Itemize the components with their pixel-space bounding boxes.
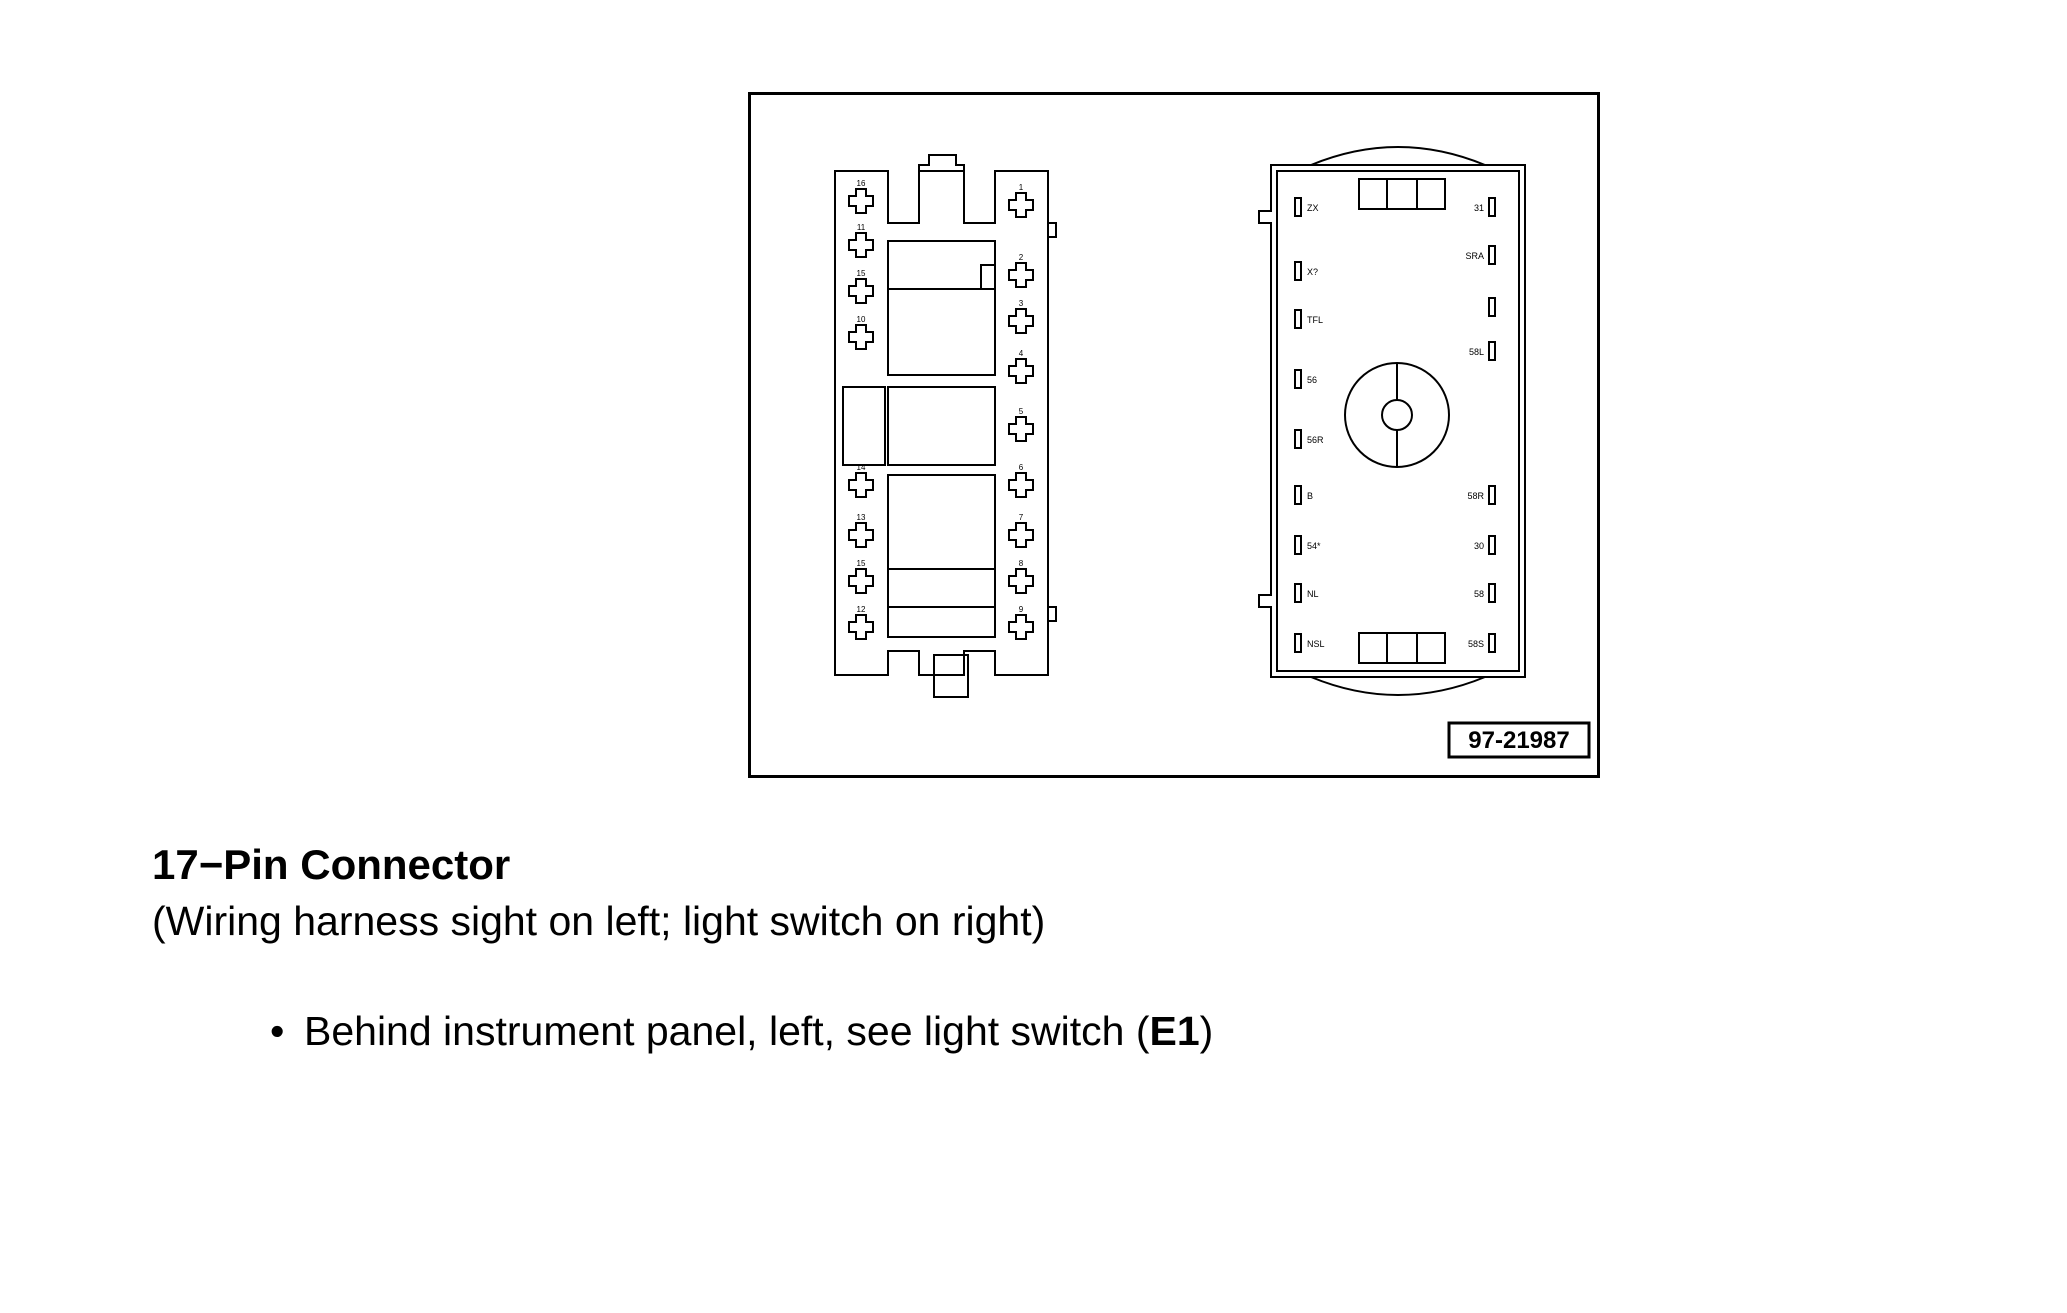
pin-terminal: 15 [848, 269, 874, 304]
switch-bottom-block [1358, 632, 1446, 664]
switch-terminal: B [1294, 485, 1313, 505]
pin-terminal: 3 [1008, 299, 1034, 334]
switch-terminal: 58S [1468, 633, 1496, 653]
pin-number: 15 [857, 559, 866, 568]
harness-cavity [887, 474, 996, 638]
switch-rotary-center [1381, 399, 1413, 431]
caption-title: 17−Pin Connector [152, 841, 511, 888]
harness-cavity [887, 240, 996, 376]
terminal-label: 30 [1474, 541, 1484, 551]
terminal-label: X? [1307, 267, 1318, 277]
pin-number: 15 [857, 269, 866, 278]
component-code: E1 [1149, 1008, 1200, 1054]
terminal-label: NL [1307, 589, 1319, 599]
terminal-label: SRA [1465, 251, 1484, 261]
switch-terminal: SRA [1465, 245, 1496, 265]
pin-number: 6 [1019, 463, 1024, 472]
switch-top-block [1358, 178, 1446, 210]
pin-terminal: 11 [848, 223, 874, 258]
location-text-end: ) [1199, 1008, 1214, 1054]
terminal-label: 56 [1307, 375, 1317, 385]
location-text: Behind instrument panel, left, see light… [304, 1008, 1150, 1054]
pin-number: 5 [1019, 407, 1024, 416]
switch-terminal: TFL [1294, 309, 1323, 329]
pin-terminal: 6 [1008, 463, 1034, 498]
pin-terminal: 14 [848, 463, 874, 498]
location-item: • Behind instrument panel, left, see ligh… [270, 1004, 1213, 1058]
pin-terminal: 9 [1008, 605, 1034, 640]
switch-terminal: 30 [1474, 535, 1496, 555]
pin-number: 12 [857, 605, 866, 614]
pin-number: 14 [857, 463, 866, 472]
terminal-label: 58 [1474, 589, 1484, 599]
switch-terminal: 31 [1474, 197, 1496, 217]
pin-terminal: 2 [1008, 253, 1034, 288]
terminal-label: 58R [1467, 491, 1484, 501]
harness-body-outline [834, 170, 1049, 676]
harness-side-tab-bottom [1047, 606, 1057, 622]
pin-terminal: 1 [1008, 183, 1034, 218]
switch-terminal: NSL [1294, 633, 1325, 653]
figure-id-box: 97-21987 [1447, 721, 1591, 759]
pin-number: 2 [1019, 253, 1024, 262]
pin-terminal: 15 [848, 559, 874, 594]
bullet-icon: • [270, 1008, 285, 1054]
switch-terminal: ZX [1294, 197, 1319, 217]
switch-bottom-dome [1310, 676, 1486, 696]
terminal-label: 56R [1307, 435, 1324, 445]
switch-terminal: 58L [1469, 341, 1496, 361]
pin-terminal: 10 [848, 315, 874, 350]
harness-lock-block [842, 386, 886, 466]
pin-number: 9 [1019, 605, 1024, 614]
pin-number: 13 [857, 513, 866, 522]
terminal-label: TFL [1307, 315, 1323, 325]
switch-terminal: X? [1294, 261, 1318, 281]
pin-terminal: 4 [1008, 349, 1034, 384]
switch-terminal: 58 [1474, 583, 1496, 603]
pin-terminal: 7 [1008, 513, 1034, 548]
harness-cavity [887, 386, 996, 466]
pin-terminal: 8 [1008, 559, 1034, 594]
pin-number: 3 [1019, 299, 1024, 308]
pin-number: 8 [1019, 559, 1024, 568]
switch-top-dome [1310, 146, 1486, 166]
pin-number: 1 [1019, 183, 1024, 192]
caption-subtitle: (Wiring harness sight on left; light swi… [152, 898, 1046, 944]
figure-id-label: 97-21987 [1468, 727, 1569, 754]
harness-bottom-latch [933, 654, 969, 698]
switch-terminal: 56R [1294, 429, 1324, 449]
harness-side-tab-top [1047, 222, 1057, 238]
pin-number: 4 [1019, 349, 1024, 358]
terminal-label: B [1307, 491, 1313, 501]
pin-terminal: 5 [1008, 407, 1034, 442]
pin-number: 16 [857, 179, 866, 188]
pin-number: 11 [857, 223, 866, 232]
switch-body-outline [1258, 164, 1526, 678]
pin-terminal: 12 [848, 605, 874, 640]
terminal-label: 31 [1474, 203, 1484, 213]
pin-number: 10 [857, 315, 866, 324]
terminal-label: 58L [1469, 347, 1484, 357]
terminal-label: 58S [1468, 639, 1484, 649]
switch-terminal [1488, 297, 1496, 317]
pin-terminal: 13 [848, 513, 874, 548]
location-list: • Behind instrument panel, left, see ligh… [270, 1004, 1213, 1058]
switch-terminal: 56 [1294, 369, 1317, 389]
switch-terminal: 54* [1294, 535, 1321, 555]
terminal-label: 54* [1307, 541, 1321, 551]
switch-terminal: 58R [1467, 485, 1496, 505]
terminal-label: NSL [1307, 639, 1325, 649]
pin-number: 7 [1019, 513, 1024, 522]
terminal-label: ZX [1307, 203, 1319, 213]
switch-terminal: NL [1294, 583, 1319, 603]
harness-top-latch [918, 154, 965, 171]
pin-terminal: 16 [848, 179, 874, 214]
